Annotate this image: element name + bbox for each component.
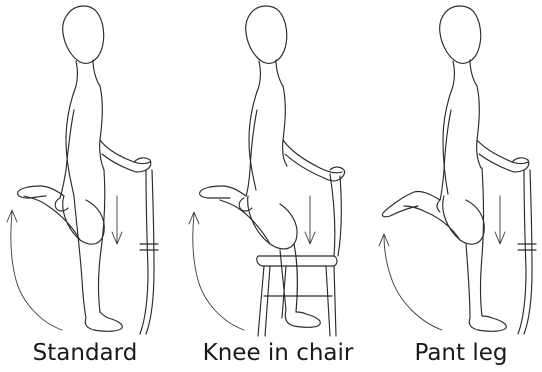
curved-arrow [379,234,442,330]
panel-pant-leg [379,6,536,334]
standing-leg [466,244,470,318]
raised-foot [200,186,246,198]
head [246,6,287,63]
raised-foot [382,191,440,216]
head [440,6,481,63]
torso [443,86,453,194]
bent-leg [63,196,105,244]
standing-foot [285,310,320,327]
caption-standard: Standard [0,336,170,370]
panel-standard [7,6,158,334]
curved-arrow [7,210,62,330]
down-arrow [305,196,315,244]
standing-foot [85,312,122,331]
caption-pant-leg: Pant leg [380,336,542,370]
panel-knee-in-chair [189,6,345,336]
arm [100,140,150,164]
down-arrow [112,196,122,244]
cane [518,170,526,334]
head [63,6,104,63]
standing-leg [74,196,86,318]
bent-leg [443,196,485,244]
caption-knee-in-chair: Knee in chair [178,336,378,370]
curved-arrow [189,212,244,330]
down-arrow [495,196,505,244]
chair-back [330,174,341,256]
torso [66,86,76,196]
cane [140,170,148,334]
torso [249,86,259,190]
standing-foot [469,316,506,331]
arm [477,140,528,164]
